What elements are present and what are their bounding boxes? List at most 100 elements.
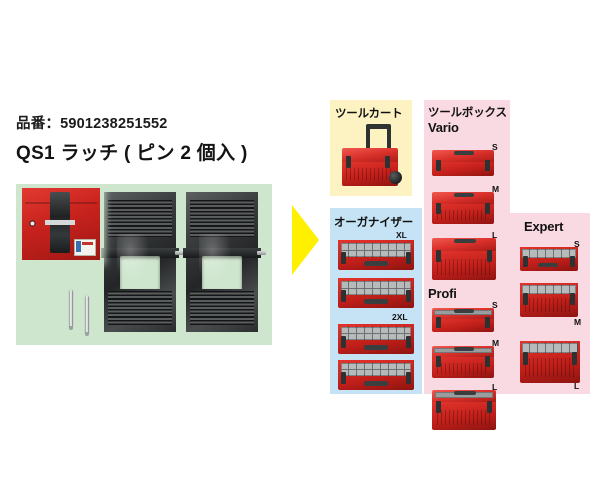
case-organizer-2xl-1 — [338, 324, 414, 354]
cart-handle-bar — [366, 124, 391, 129]
case-clip-right — [485, 356, 490, 367]
latch-ribs-bottom — [108, 291, 172, 325]
panel-subtitle-vario: Vario — [428, 120, 459, 135]
case-clip-left — [523, 256, 528, 267]
case-vents — [436, 210, 490, 220]
case-clip-right — [487, 401, 492, 413]
latch-ribs-top — [190, 200, 254, 237]
panel-organizer: オーガナイザー XL 2XL — [330, 208, 422, 394]
panel-title-toolbox: ツールボックス — [428, 107, 507, 119]
case-base — [432, 357, 494, 378]
organizer-grid-divider — [341, 288, 411, 289]
case-clip-left — [341, 290, 346, 302]
case-clip-left — [436, 401, 441, 413]
latch-part-right — [183, 192, 266, 332]
case-clip-right — [406, 336, 411, 348]
case-tray — [434, 392, 494, 398]
size-tag-expert-l: L — [574, 381, 580, 391]
case-profi-s — [432, 308, 494, 332]
latch-part-left — [101, 192, 184, 332]
case-base — [432, 204, 494, 224]
steel-pin-1 — [69, 290, 73, 330]
organizer-grid-divider — [341, 250, 411, 251]
case-expert-l — [520, 341, 580, 383]
case-profi-m — [432, 346, 494, 378]
lock-hole — [29, 219, 37, 227]
case-handle — [454, 193, 474, 197]
case-clip-left — [436, 160, 441, 171]
case-clip-right — [572, 352, 577, 365]
latch-bar — [45, 220, 76, 226]
case-vents — [346, 168, 394, 180]
cart-handle-left — [366, 124, 370, 150]
latch-notch — [201, 256, 243, 289]
case-clip-right — [485, 317, 490, 328]
case-clip-right — [485, 203, 490, 214]
size-tag-profi-s: S — [492, 300, 498, 310]
case-base — [432, 402, 496, 430]
case-clip-left — [436, 317, 441, 328]
case-organizer-xl-2 — [338, 278, 414, 308]
case-lid — [432, 150, 494, 163]
case-expert-m — [520, 283, 578, 317]
latch-pin-stub — [257, 250, 266, 255]
compatibility-arrow — [292, 205, 319, 275]
case-clip-right — [406, 252, 411, 264]
case-clip-right — [487, 250, 492, 262]
expert-tray-grid — [522, 285, 576, 294]
latch-highlight — [198, 234, 233, 282]
organizer-grid-divider — [341, 333, 411, 334]
case-handle — [364, 299, 388, 304]
latch-crossbar — [101, 248, 179, 258]
case-organizer-2xl-2 — [338, 360, 414, 390]
size-tag-vario-m: M — [492, 184, 500, 194]
page-title: QS1 ラッチ ( ピン 2 個入 ) — [16, 143, 248, 164]
case-clip-left — [341, 336, 346, 348]
product-photo — [16, 184, 272, 345]
case-clip-left — [346, 156, 351, 168]
cart-wheel — [389, 171, 402, 184]
case-handle — [364, 261, 388, 266]
case-base — [432, 251, 496, 280]
case-clip-left — [341, 252, 346, 264]
label-stripe-red — [82, 241, 94, 245]
case-vario-l — [432, 238, 496, 280]
latch-crossbar — [183, 248, 261, 258]
case-clip-left — [523, 352, 528, 365]
case-base — [432, 319, 494, 332]
panel-expert: Expert S M L — [510, 213, 590, 394]
case-organizer-xl-1 — [338, 240, 414, 270]
latch-detail-inset — [22, 188, 100, 260]
case-lid — [432, 238, 496, 252]
panel-title-expert: Expert — [524, 219, 564, 234]
panel-title-tool-cart: ツールカート — [335, 108, 403, 120]
case-expert-s — [520, 247, 578, 271]
panel-tool-cart: ツールカート — [330, 100, 412, 196]
case-handle — [454, 151, 474, 155]
case-clip-left — [523, 293, 528, 305]
case-clip-right — [385, 156, 390, 168]
case-label — [74, 238, 97, 256]
case-handle — [364, 345, 388, 350]
case-clip-left — [341, 372, 346, 384]
latch-pin-stub — [175, 250, 184, 255]
case-clip-right — [406, 372, 411, 384]
expert-tray-grid — [522, 343, 578, 353]
label-stripe-blue — [76, 240, 82, 252]
case-clip-left — [436, 356, 441, 367]
latch-ribs-top — [108, 200, 172, 237]
case-handle — [454, 391, 476, 395]
case-handle — [454, 347, 474, 351]
case-handle — [538, 263, 558, 267]
case-clip-right — [570, 256, 575, 267]
part-number: 品番：5901238251552 — [16, 116, 168, 132]
steel-pin-2 — [85, 296, 89, 336]
case-clip-left — [436, 203, 441, 214]
size-tag-organizer-2xl: 2XL — [392, 312, 408, 322]
size-tag-vario-l: L — [492, 230, 498, 240]
case-vents — [524, 298, 574, 312]
case-tool-cart — [342, 124, 402, 186]
panel-toolbox: ツールボックス Vario S M L Profi — [424, 100, 510, 430]
case-handle — [364, 381, 388, 386]
case-handle — [454, 239, 476, 243]
